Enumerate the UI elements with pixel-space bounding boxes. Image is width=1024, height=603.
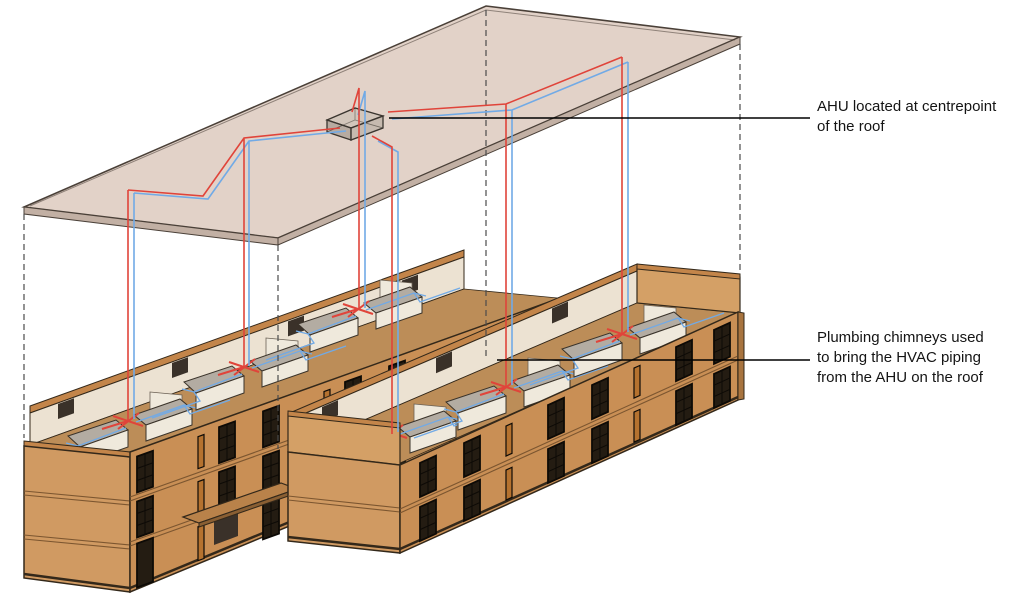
window-muntins <box>218 424 236 461</box>
pod-front <box>457 395 507 431</box>
annotation-chimneys: Plumbing chimneys used to bring the HVAC… <box>817 328 1024 388</box>
right-west-band <box>287 495 401 513</box>
roof-projection-lines <box>23 10 741 449</box>
window-muntins <box>463 483 481 518</box>
pod-front <box>261 354 309 388</box>
window-muntins <box>262 408 280 445</box>
left-west-base <box>23 572 131 590</box>
annotation-chimneys-line2: to bring the HVAC piping <box>817 349 981 366</box>
entrance-door <box>136 536 154 589</box>
window-back <box>58 398 74 419</box>
window-muntins <box>591 425 609 460</box>
slot-window <box>197 523 205 562</box>
window-back <box>436 351 452 374</box>
slot-window <box>197 433 205 470</box>
pod-front <box>375 296 423 330</box>
pod-front <box>309 317 359 353</box>
left-west-band2 <box>23 534 131 550</box>
window-muntins <box>136 498 154 535</box>
window-muntins <box>591 381 609 416</box>
pod-front <box>195 375 245 411</box>
window-muntins <box>713 370 731 405</box>
pod-front <box>409 420 457 454</box>
supply-pipe-right-trunk <box>387 56 623 387</box>
window-muntins <box>136 453 154 490</box>
annotation-chimneys-line1: Plumbing chimneys used <box>817 329 984 346</box>
annotation-chimneys-line3: from the AHU on the roof <box>817 369 983 386</box>
pipe-branch-blue <box>151 345 347 419</box>
window-muntins <box>463 439 481 474</box>
slot-window <box>505 466 513 501</box>
right-facade-windows <box>419 321 731 543</box>
return-pipe-right-branch <box>377 140 399 432</box>
supply-pipe-left-riser <box>351 87 360 309</box>
left-entrance-opening <box>214 512 238 545</box>
window-muntins <box>419 459 437 494</box>
right-front-band <box>399 355 739 514</box>
window-muntins <box>218 469 236 506</box>
right-west-open-wall-cap <box>287 410 401 429</box>
window-back <box>172 357 188 379</box>
pod-front <box>145 408 193 442</box>
slot-window <box>505 422 513 457</box>
annotation-ahu: AHU located at centrepoint of the roof <box>817 97 1024 137</box>
return-pipe-left-riser <box>357 90 366 308</box>
window-muntins <box>547 445 565 480</box>
left-west-facade <box>23 445 131 593</box>
pipe-branch-blue <box>529 312 725 386</box>
window-muntins <box>675 387 693 422</box>
window-muntins <box>419 503 437 538</box>
slot-window <box>633 364 641 400</box>
window-muntins <box>262 453 280 490</box>
pipe-branch-blue <box>265 287 461 361</box>
hvac-piping <box>127 56 629 434</box>
left-west-band1 <box>23 490 131 506</box>
slot-window <box>197 478 205 515</box>
supply-pipe-left-trunk <box>127 127 341 421</box>
right-west-base <box>287 535 401 551</box>
annotation-ahu-line2: of the roof <box>817 118 885 135</box>
annotation-ahu-line1: AHU located at centrepoint <box>817 98 997 115</box>
window-back <box>552 301 568 324</box>
right-east-edge <box>737 311 745 401</box>
supply-pipe-right-branch <box>371 135 393 434</box>
slot-window <box>633 408 641 444</box>
building-right <box>287 263 745 555</box>
return-pipe-right-trunk <box>391 61 629 385</box>
window-muntins <box>262 498 280 537</box>
window-back <box>288 315 304 337</box>
window-muntins <box>713 326 731 361</box>
right-east-open-wall-cap <box>636 263 741 280</box>
window-muntins <box>547 401 565 436</box>
return-pipe-left-trunk <box>133 130 347 419</box>
pipe-branch-blue <box>413 365 609 439</box>
